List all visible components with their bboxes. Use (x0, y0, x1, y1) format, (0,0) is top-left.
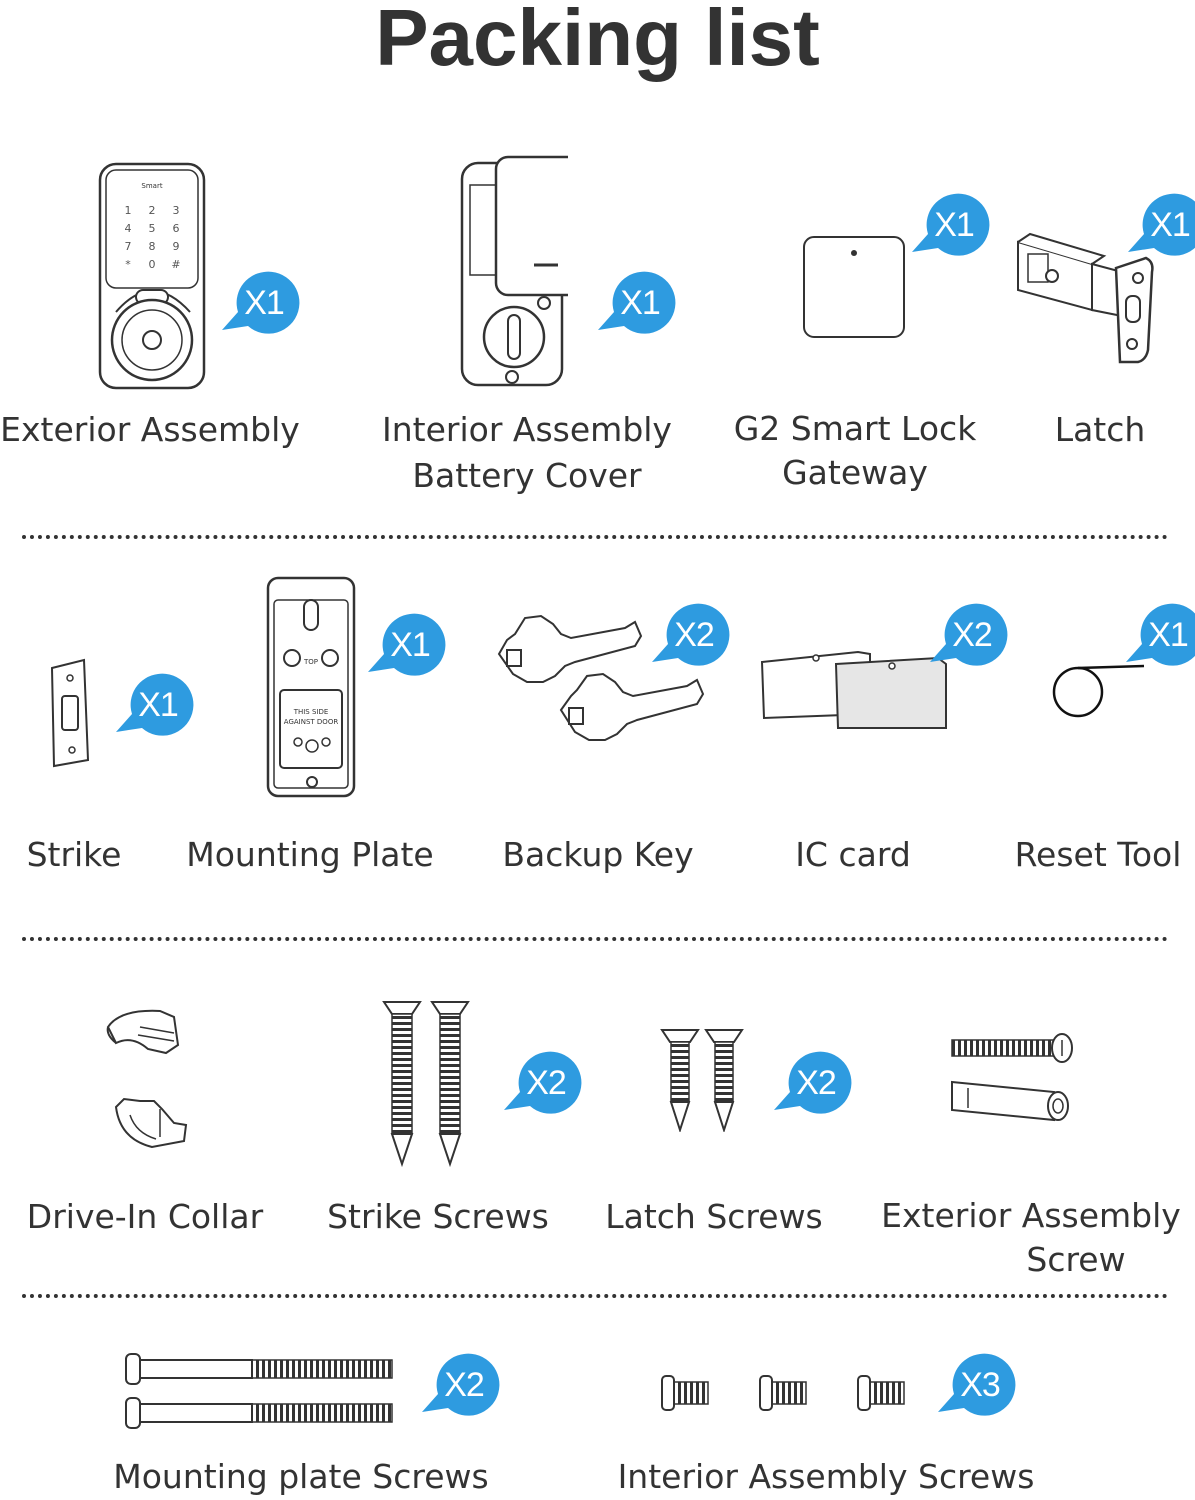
svg-text:4: 4 (125, 222, 132, 235)
latch-screw-icon (660, 1026, 746, 1132)
quantity-badge: X2 (500, 1048, 582, 1118)
reset-tool-icon (1050, 660, 1150, 720)
svg-text:9: 9 (173, 240, 180, 253)
quantity-badge: X2 (770, 1048, 852, 1118)
quantity-badge: X3 (934, 1350, 1016, 1420)
interior-screw-icon (660, 1374, 908, 1412)
svg-text:2: 2 (149, 204, 156, 217)
latch-icon (1012, 232, 1157, 367)
svg-text:8: 8 (149, 240, 156, 253)
page-title: Packing list (375, 0, 820, 82)
svg-text:6: 6 (173, 222, 180, 235)
quantity-badge: X2 (418, 1350, 500, 1420)
svg-text:TOP: TOP (303, 658, 318, 666)
quantity-badge: X1 (218, 268, 300, 338)
key-icon (495, 610, 707, 760)
item-label: Exterior Assembly (0, 410, 300, 449)
section-divider (22, 937, 1168, 941)
svg-text:0: 0 (149, 258, 156, 271)
mounting-plate-icon: TOP THIS SIDE AGAINST DOOR (266, 576, 358, 801)
strike-icon (48, 658, 94, 770)
item-label: Strike Screws (327, 1197, 549, 1236)
svg-text:THIS SIDE: THIS SIDE (293, 708, 329, 716)
mounting-screw-icon (124, 1350, 396, 1432)
section-divider (22, 535, 1168, 539)
quantity-badge: X1 (1124, 190, 1195, 260)
quantity-badge: X1 (112, 670, 194, 740)
svg-text:AGAINST DOOR: AGAINST DOOR (284, 718, 339, 726)
svg-text:7: 7 (125, 240, 132, 253)
svg-text:#: # (171, 258, 180, 271)
quantity-badge: X2 (926, 600, 1008, 670)
item-label: Latch (1054, 410, 1146, 449)
svg-text:*: * (125, 258, 131, 271)
item-label: Latch Screws (605, 1197, 823, 1236)
exterior-assembly-icon: Smart 1 2 3 4 5 6 7 8 9 * 0 # (98, 162, 208, 392)
item-label: Reset Tool (1014, 835, 1182, 874)
svg-text:Smart: Smart (141, 182, 162, 190)
exterior-screw-icon (946, 1032, 1076, 1124)
ic-card-icon (758, 650, 950, 732)
item-label: Backup Key (502, 835, 694, 874)
interior-assembly-icon (458, 155, 568, 390)
item-label: Mounting plate Screws (113, 1457, 489, 1496)
item-label: Mounting Plate (186, 835, 434, 874)
quantity-badge: X1 (1122, 600, 1195, 670)
item-label: Drive-In Collar (26, 1197, 264, 1236)
quantity-badge: X1 (594, 268, 676, 338)
svg-text:3: 3 (173, 204, 180, 217)
section-divider (22, 1294, 1168, 1298)
drive-in-collar-icon (100, 1005, 192, 1157)
strike-screw-icon (382, 998, 474, 1168)
quantity-badge: X1 (364, 610, 446, 680)
item-label: Interior Assembly Screws (617, 1457, 1035, 1496)
svg-text:5: 5 (149, 222, 156, 235)
gateway-icon (802, 235, 908, 341)
item-label: IC card (795, 835, 911, 874)
item-label: Strike (26, 835, 122, 874)
svg-text:1: 1 (125, 204, 132, 217)
quantity-badge: X2 (648, 600, 730, 670)
quantity-badge: X1 (908, 190, 990, 260)
